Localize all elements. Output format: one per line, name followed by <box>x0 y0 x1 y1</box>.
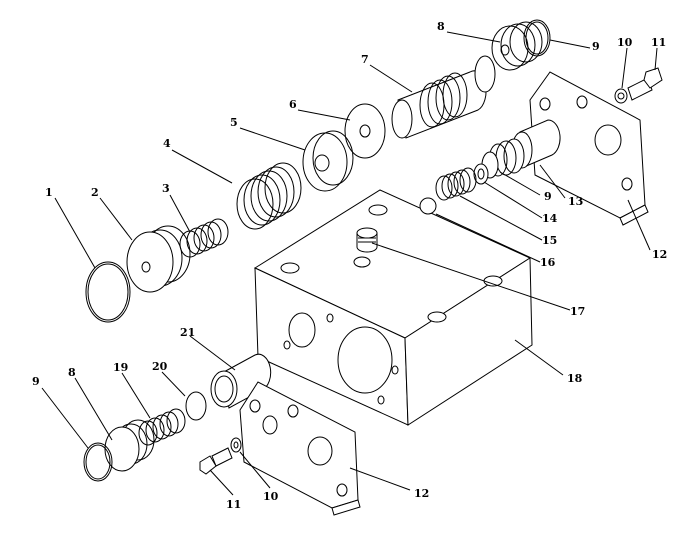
spring-small <box>179 218 229 258</box>
label-part-4: 4 <box>163 137 171 150</box>
cover-plate-upper <box>529 71 649 226</box>
plug-fitting <box>356 227 378 253</box>
cover-plate-lower <box>239 381 361 516</box>
label-part-9-upper: 9 <box>592 40 600 53</box>
label-part-2: 2 <box>91 186 99 199</box>
label-part-1: 1 <box>45 186 53 199</box>
end-piston-upper <box>491 21 543 71</box>
sleeve-lower <box>210 353 272 409</box>
o-ring-upper <box>523 19 551 57</box>
bolt-upper <box>627 67 663 101</box>
label-part-8-lower: 8 <box>68 366 76 379</box>
end-piston-lower <box>104 419 155 472</box>
label-part-8-upper: 8 <box>437 20 445 33</box>
spring-lower <box>138 408 186 446</box>
label-part-10-upper: 10 <box>617 36 633 49</box>
bolt-lower <box>199 447 233 475</box>
label-part-16: 16 <box>540 256 556 269</box>
label-part-12-lower: 12 <box>414 487 429 500</box>
label-part-13: 13 <box>568 195 583 208</box>
o-ring-1 <box>85 261 131 323</box>
label-part-19: 19 <box>113 361 128 374</box>
washer-6 <box>344 103 386 159</box>
seat-5 <box>302 130 354 192</box>
o-ring-lower <box>83 442 113 482</box>
label-part-10-lower: 10 <box>263 490 279 503</box>
label-part-5: 5 <box>230 116 238 129</box>
label-part-14: 14 <box>542 212 558 225</box>
washer-lower <box>230 437 242 453</box>
ball <box>419 197 437 215</box>
label-part-17: 17 <box>570 305 585 318</box>
valve-body <box>253 189 533 426</box>
label-part-11-lower: 11 <box>226 498 241 511</box>
label-part-18: 18 <box>567 372 583 385</box>
label-part-11-upper: 11 <box>651 36 666 49</box>
label-part-3: 3 <box>162 182 170 195</box>
spool <box>391 55 496 139</box>
label-part-9-lower: 9 <box>32 375 40 388</box>
label-part-7: 7 <box>361 53 369 66</box>
spring-upper <box>435 167 477 201</box>
label-part-15: 15 <box>542 234 557 247</box>
label-part-12-upper: 12 <box>652 248 667 261</box>
washer-bolt-upper <box>614 88 628 104</box>
washer-upper <box>473 163 489 185</box>
leader-lines <box>41 31 658 496</box>
label-part-20: 20 <box>152 360 168 373</box>
label-part-6: 6 <box>289 98 297 111</box>
label-part-21: 21 <box>180 326 195 339</box>
washer-20 <box>185 391 207 421</box>
spring-large <box>236 162 302 230</box>
label-part-9-mid: 9 <box>544 190 552 203</box>
piston-2 <box>126 225 191 293</box>
